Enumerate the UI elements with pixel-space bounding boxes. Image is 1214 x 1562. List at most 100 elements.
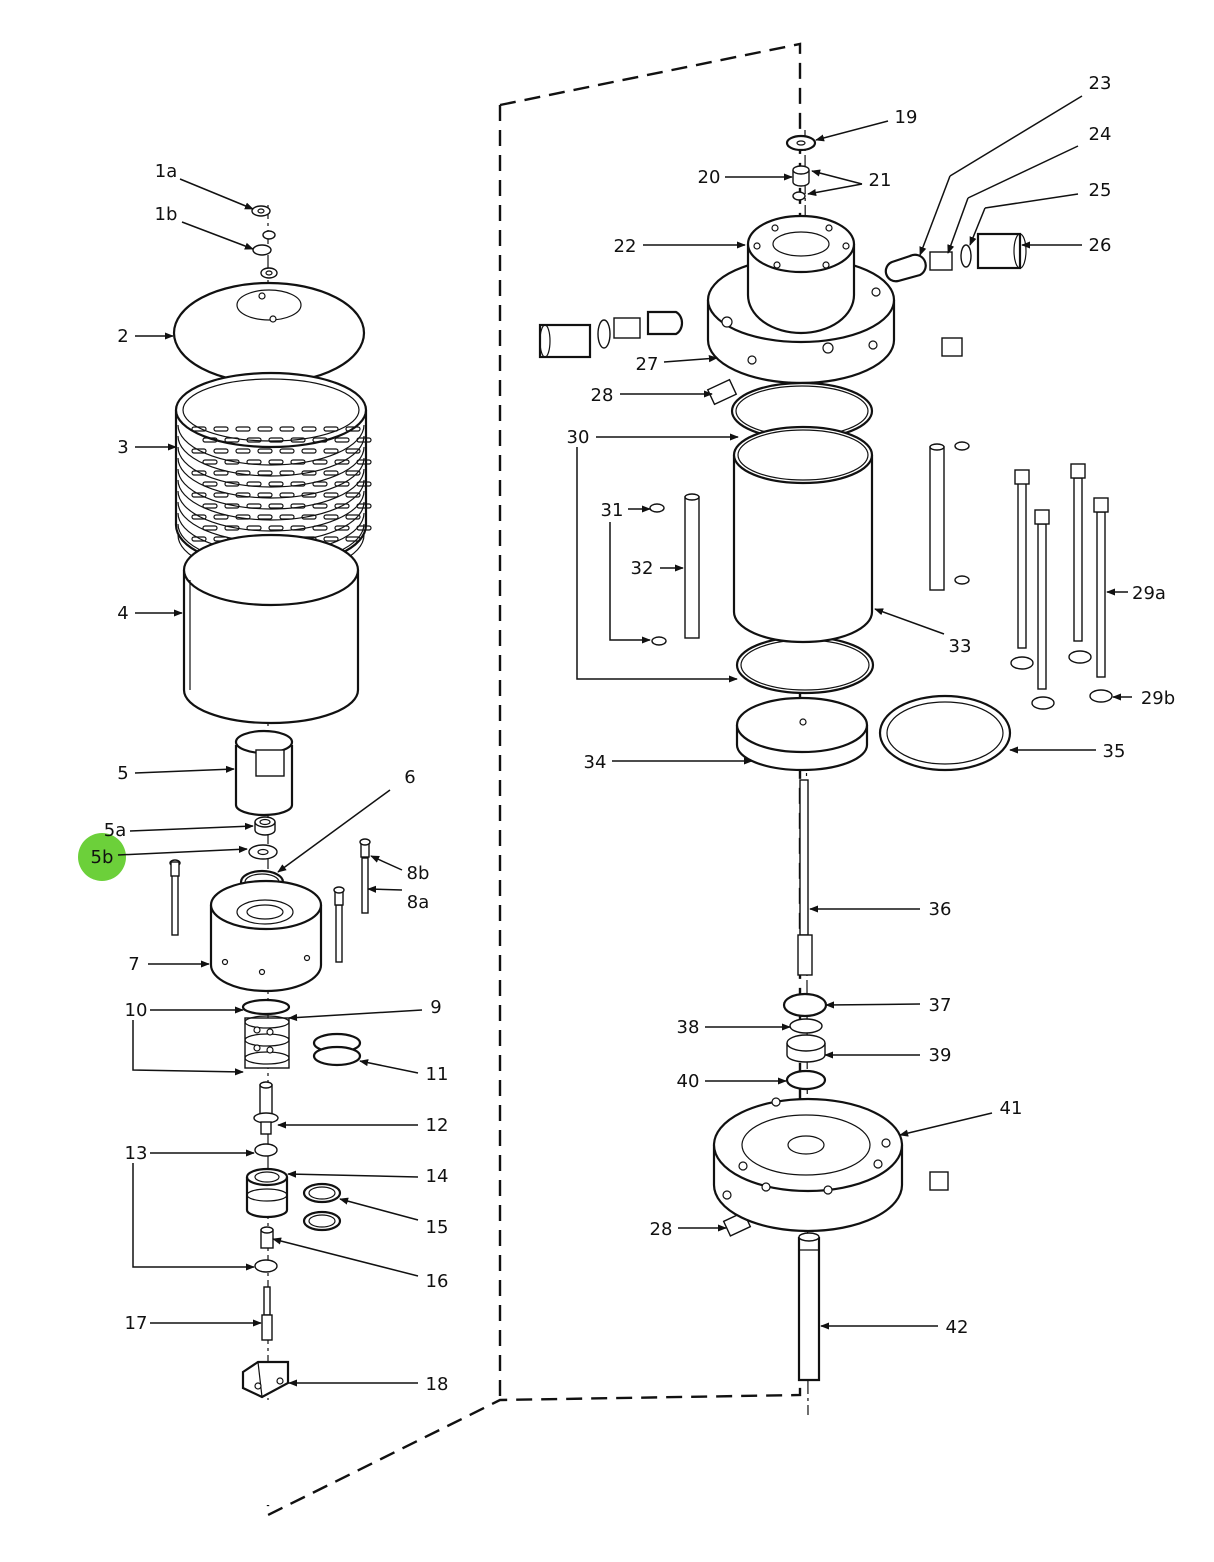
screen-slot bbox=[279, 514, 295, 520]
screen-slot bbox=[290, 459, 306, 465]
screen-slot bbox=[323, 426, 339, 432]
label-19: 19 bbox=[895, 107, 918, 128]
part-1a-screw bbox=[251, 205, 271, 217]
screen-slot bbox=[279, 448, 295, 454]
label-13: 13 bbox=[125, 1143, 148, 1164]
label-21: 21 bbox=[869, 170, 892, 191]
screen-slot bbox=[356, 503, 372, 509]
screen-slot bbox=[345, 426, 361, 432]
screen-slot bbox=[268, 459, 284, 465]
screen-slot bbox=[224, 503, 240, 509]
label-5b: 5b bbox=[91, 847, 114, 868]
label-26: 26 bbox=[1089, 235, 1112, 256]
screen-slot bbox=[356, 459, 372, 465]
screen-slot bbox=[334, 525, 350, 531]
screen-slot bbox=[323, 448, 339, 454]
assembly-boundary-dashed bbox=[266, 42, 802, 1517]
screen-slot bbox=[290, 525, 306, 531]
part-5b-washer bbox=[248, 844, 278, 860]
screen-slot bbox=[191, 448, 207, 454]
screen-slot bbox=[257, 492, 273, 498]
screen-slot bbox=[246, 459, 262, 465]
label-6: 6 bbox=[404, 767, 415, 788]
label-2: 2 bbox=[117, 326, 128, 347]
part-5a-bushing bbox=[254, 816, 276, 836]
screen-slot bbox=[213, 492, 229, 498]
part-2-top-cover bbox=[172, 281, 366, 385]
label-17: 17 bbox=[125, 1313, 148, 1334]
part-37-40-gland bbox=[782, 992, 828, 1091]
screen-slot bbox=[213, 470, 229, 476]
label-29a: 29a bbox=[1132, 583, 1166, 604]
screen-slot bbox=[345, 470, 361, 476]
part-33-cylinder bbox=[732, 425, 874, 644]
screen-slot bbox=[224, 525, 240, 531]
screen-slot bbox=[268, 437, 284, 443]
label-8a: 8a bbox=[407, 892, 429, 913]
label-30: 30 bbox=[567, 427, 590, 448]
label-1a: 1a bbox=[155, 161, 177, 182]
screen-slot bbox=[279, 492, 295, 498]
screen-slot bbox=[345, 492, 361, 498]
screen-slot bbox=[345, 514, 361, 520]
label-3: 3 bbox=[117, 437, 128, 458]
screen-slot bbox=[323, 470, 339, 476]
screen-perforation-row bbox=[177, 446, 365, 488]
label-35: 35 bbox=[1103, 741, 1126, 762]
screen-slot bbox=[323, 514, 339, 520]
label-34: 34 bbox=[584, 752, 607, 773]
label-28-bottom: 28 bbox=[650, 1219, 673, 1240]
highlight-5b bbox=[78, 833, 126, 881]
screen-slot bbox=[191, 426, 207, 432]
label-31: 31 bbox=[601, 500, 624, 521]
label-40: 40 bbox=[677, 1071, 700, 1092]
screen-slot bbox=[312, 481, 328, 487]
part-7-block bbox=[209, 879, 323, 993]
label-14: 14 bbox=[426, 1166, 449, 1187]
screen-perforation-row bbox=[177, 435, 365, 477]
screen-slot bbox=[224, 459, 240, 465]
label-33: 33 bbox=[949, 636, 972, 657]
part-14-piston bbox=[245, 1167, 289, 1219]
screen-perforation-row bbox=[177, 424, 365, 466]
label-36: 36 bbox=[929, 899, 952, 920]
screen-slot bbox=[213, 426, 229, 432]
label-23: 23 bbox=[1089, 73, 1112, 94]
screen-slot bbox=[202, 525, 218, 531]
screen-slot bbox=[246, 503, 262, 509]
screen-slot bbox=[191, 492, 207, 498]
label-32: 32 bbox=[631, 558, 654, 579]
screen-slot bbox=[213, 448, 229, 454]
label-8b: 8b bbox=[407, 863, 430, 884]
screen-slot bbox=[257, 448, 273, 454]
screen-perforation-row bbox=[177, 457, 365, 499]
screen-slot bbox=[191, 536, 207, 542]
screen-slot bbox=[312, 525, 328, 531]
label-41: 41 bbox=[1000, 1098, 1023, 1119]
label-37: 37 bbox=[929, 995, 952, 1016]
part-41-base-flange bbox=[712, 1097, 904, 1233]
screen-slot bbox=[312, 503, 328, 509]
part-9-10-valve-cage bbox=[241, 998, 291, 1069]
screen-slot bbox=[301, 492, 317, 498]
label-20: 20 bbox=[698, 167, 721, 188]
screen-slot bbox=[279, 470, 295, 476]
label-42: 42 bbox=[946, 1317, 969, 1338]
label-38: 38 bbox=[677, 1017, 700, 1038]
screen-slot bbox=[191, 514, 207, 520]
screen-slot bbox=[235, 470, 251, 476]
screen-slot bbox=[235, 492, 251, 498]
screen-slot bbox=[301, 514, 317, 520]
screen-perforation-row bbox=[177, 479, 365, 521]
label-28-top: 28 bbox=[591, 385, 614, 406]
screen-slot bbox=[246, 437, 262, 443]
screen-slot bbox=[323, 536, 339, 542]
part-11-seals bbox=[312, 1032, 362, 1067]
part-16-spacer bbox=[260, 1226, 274, 1249]
label-5: 5 bbox=[117, 763, 128, 784]
part-36-rod bbox=[797, 779, 813, 976]
screen-slot bbox=[268, 481, 284, 487]
screen-slot bbox=[279, 426, 295, 432]
screen-slot bbox=[290, 481, 306, 487]
